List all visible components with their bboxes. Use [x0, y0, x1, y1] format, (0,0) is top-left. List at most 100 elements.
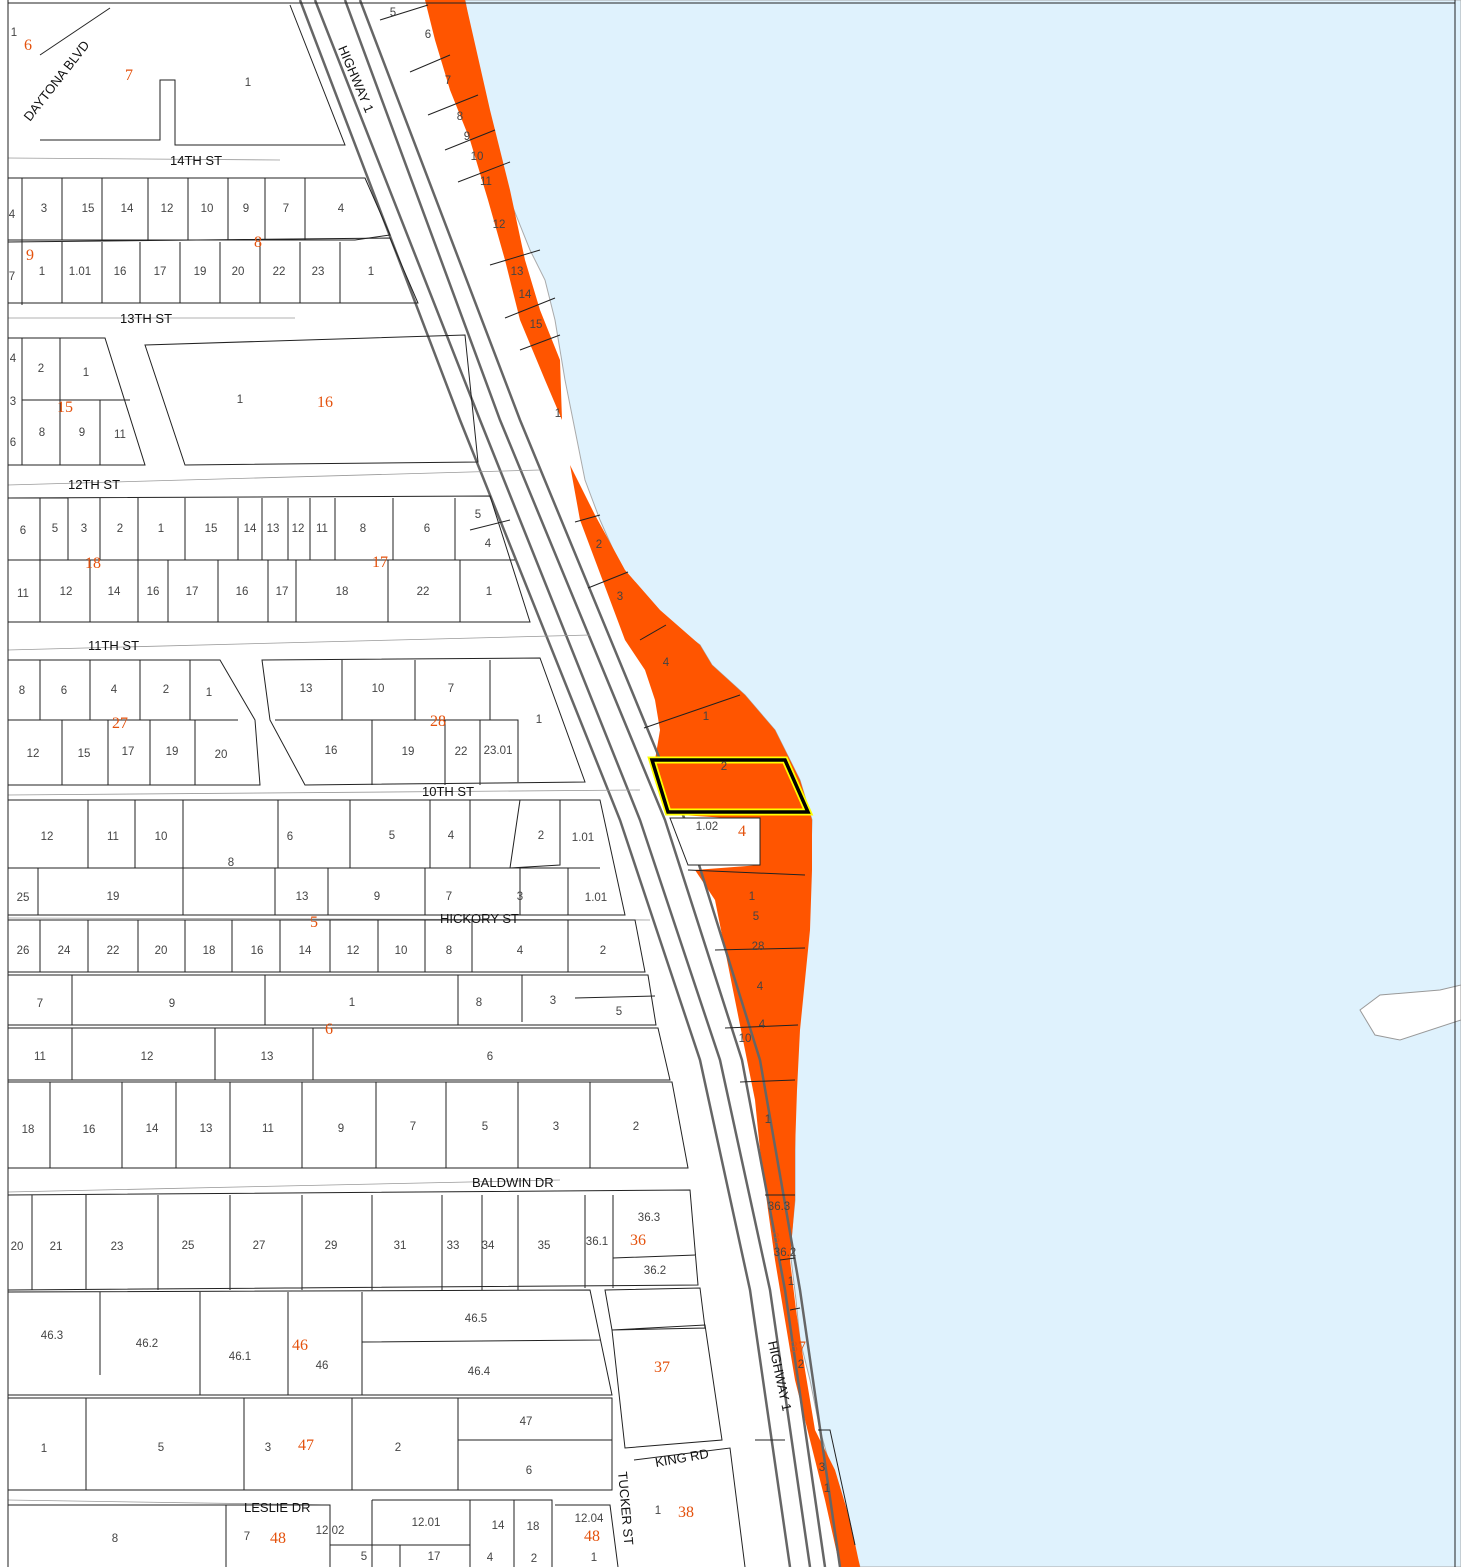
- block-number: 3: [772, 1230, 780, 1247]
- lot-number: 2: [38, 363, 44, 375]
- lot-number: 24: [58, 945, 71, 957]
- lot-number: 23.01: [484, 745, 513, 757]
- lot-number: 8: [112, 1533, 118, 1545]
- lot-number: 26: [17, 945, 30, 957]
- lot-number: 36.3: [638, 1212, 660, 1224]
- block-number: 4: [738, 823, 746, 840]
- street-label-14th: 14TH ST: [170, 153, 222, 168]
- lot-number: 13: [200, 1123, 213, 1135]
- lot-number: 11: [107, 831, 119, 843]
- lot-number: 19: [107, 891, 120, 903]
- lot-number: 20: [215, 749, 228, 761]
- lot-number: 4: [485, 538, 492, 550]
- lot-number: 15: [78, 748, 91, 760]
- block-number: 16: [317, 394, 333, 411]
- lot-number: 1: [349, 997, 355, 1009]
- lot-number: 2: [596, 539, 602, 551]
- lot-number: 13: [300, 683, 313, 695]
- lot-number: 8: [228, 857, 234, 869]
- lot-number: 46.2: [136, 1338, 158, 1350]
- street-label-11th: 11TH ST: [88, 638, 139, 653]
- block-number: 6: [24, 37, 32, 54]
- lot-number: 3: [819, 1462, 825, 1474]
- parcels: [7, 0, 1456, 1567]
- lot-number: 16: [83, 1124, 96, 1136]
- lot-number: 1: [655, 1505, 661, 1517]
- lot-number: 10: [372, 683, 385, 695]
- lot-number: 12: [493, 219, 506, 231]
- block-number: 47: [298, 1437, 314, 1454]
- block-number: 28: [430, 713, 446, 730]
- lot-number: 33: [447, 1240, 460, 1252]
- lot-number: 1: [206, 687, 212, 699]
- lot-number: 3: [550, 995, 556, 1007]
- lot-number: 7: [244, 1531, 250, 1543]
- lot-number: 46.5: [465, 1313, 487, 1325]
- lot-number: 3: [517, 891, 523, 903]
- lot-number: 10: [201, 203, 214, 215]
- lot-number: 8: [446, 945, 452, 957]
- lot-number: 1: [749, 891, 755, 903]
- lot-number: 22: [455, 746, 468, 758]
- block-numbers: 6 7 9 8 15 16 18 17 27 28 4 5 6 36 3 37 …: [24, 37, 806, 1547]
- lot-number: 10: [395, 945, 408, 957]
- lot-number: 31: [394, 1240, 407, 1252]
- lot-number: 12: [161, 203, 174, 215]
- block-number: 7: [125, 67, 133, 84]
- lot-number: 12.02: [316, 1525, 345, 1537]
- lot-number: 23: [111, 1241, 124, 1253]
- lot-number: 16: [236, 586, 249, 598]
- lot-number: 13: [296, 891, 309, 903]
- lot-number: 4: [487, 1552, 494, 1564]
- lot-number: 6: [526, 1465, 532, 1477]
- lot-number: 6: [10, 437, 16, 449]
- block-number: 36: [630, 1232, 646, 1249]
- block-number: 38: [678, 1504, 694, 1521]
- lot-number: 12.04: [575, 1513, 604, 1525]
- lot-number: 17: [154, 266, 167, 278]
- street-label-tucker: TUCKER ST: [615, 1471, 636, 1546]
- lot-number: 19: [166, 746, 179, 758]
- lot-number: 12: [292, 523, 305, 535]
- lot-number: 19: [194, 266, 207, 278]
- street-label-leslie: LESLIE DR: [244, 1500, 310, 1515]
- lot-number: 25: [17, 892, 30, 904]
- lot-number: 1: [555, 408, 561, 420]
- lot-number: 6: [287, 831, 293, 843]
- block-number: 48: [270, 1530, 286, 1547]
- lot-number: 21: [50, 1241, 63, 1253]
- lot-number: 3: [553, 1121, 559, 1133]
- lot-number: 3: [617, 591, 623, 603]
- lot-number: 6: [424, 523, 430, 535]
- island: [1359, 984, 1461, 1041]
- lot-number: 46: [316, 1360, 329, 1372]
- lot-number: 1: [158, 523, 164, 535]
- street-label-baldwin: BALDWIN DR: [472, 1175, 554, 1190]
- lot-number: 34: [482, 1240, 495, 1252]
- lot-number: 9: [374, 891, 380, 903]
- lot-number: 18: [22, 1124, 35, 1136]
- block-number: 9: [26, 247, 34, 264]
- lot-number: 1: [245, 77, 251, 89]
- street-label-10th: 10TH ST: [422, 784, 474, 799]
- selected-parcel[interactable]: [647, 756, 814, 816]
- lot-number: 11: [17, 588, 29, 600]
- block-number: 8: [254, 234, 262, 251]
- lot-number: 7: [283, 203, 289, 215]
- lot-number: 5: [753, 911, 759, 923]
- lot-number: 2: [163, 684, 169, 696]
- lot-number: 8: [360, 523, 366, 535]
- lot-number: 17: [276, 586, 289, 598]
- lot-number: 7: [37, 998, 43, 1010]
- lot-number: 15: [205, 523, 218, 535]
- lot-number: 8: [457, 111, 463, 123]
- lot-number: 16: [114, 266, 127, 278]
- lot-number: 5: [482, 1121, 488, 1133]
- lot-number: 35: [538, 1240, 551, 1252]
- lot-number: 1: [83, 367, 89, 379]
- lot-number: 6: [61, 685, 67, 697]
- street-label-hickory: HICKORY ST: [440, 911, 519, 926]
- lot-number: 7: [9, 271, 15, 283]
